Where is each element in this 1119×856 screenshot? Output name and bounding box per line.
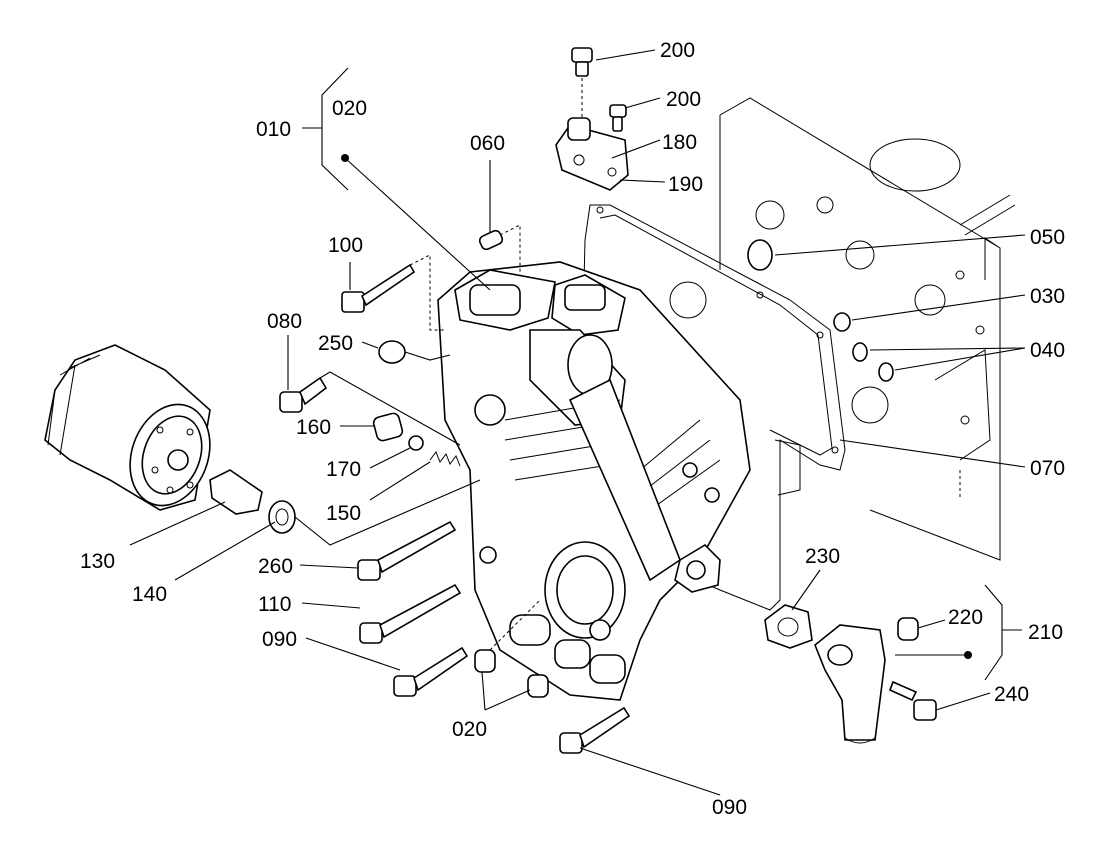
ball-170 <box>408 435 424 451</box>
engine-block-outline <box>719 97 1016 561</box>
callout-030: 030 <box>1030 285 1065 308</box>
callout-080: 080 <box>267 310 302 333</box>
o-ring-040-a <box>852 342 868 362</box>
bolt-100 <box>341 263 416 313</box>
washer-140 <box>268 500 296 534</box>
callout-220: 220 <box>948 606 983 629</box>
callout-190: 190 <box>668 173 703 196</box>
bolt-090-upper <box>393 646 469 697</box>
callout-060: 060 <box>470 132 505 155</box>
callout-170: 170 <box>326 458 361 481</box>
callout-130: 130 <box>80 550 115 573</box>
callout-160: 160 <box>296 416 331 439</box>
plug-020-b <box>527 674 549 698</box>
cover-180 <box>555 117 629 191</box>
callout-250: 250 <box>318 332 353 355</box>
gear-case-010 <box>437 261 751 701</box>
callout-150: 150 <box>326 502 361 525</box>
plug-250 <box>378 340 406 364</box>
callout-140: 140 <box>132 583 167 606</box>
outlet-flange-210 <box>814 624 886 744</box>
callout-040: 040 <box>1030 339 1065 362</box>
bolt-200-upper <box>571 47 593 120</box>
callout-210: 210 <box>1028 621 1063 644</box>
callout-010: 010 <box>256 118 291 141</box>
pin-060 <box>478 224 521 275</box>
gasket-230 <box>764 604 813 649</box>
plug-220 <box>897 617 919 641</box>
callout-070: 070 <box>1030 457 1065 480</box>
bolt-260 <box>357 520 457 581</box>
callout-090-upper: 090 <box>262 628 297 651</box>
callout-110: 110 <box>258 593 291 616</box>
plug-020-a <box>474 649 496 673</box>
bolt-200-lower <box>609 104 627 132</box>
spring-150 <box>429 450 461 467</box>
callout-260: 260 <box>258 555 293 578</box>
o-ring-040-b <box>878 362 894 382</box>
dot-020 <box>341 154 349 162</box>
oil-filter <box>44 344 211 511</box>
plug-080 <box>279 376 328 413</box>
valve-160 <box>372 412 404 442</box>
o-ring-050 <box>747 239 773 271</box>
o-ring-030 <box>833 312 851 332</box>
callout-200-upper: 200 <box>660 39 695 62</box>
callout-020-top: 020 <box>332 97 367 120</box>
nipple-130 <box>209 469 263 515</box>
callout-020-bottom: 020 <box>452 718 487 741</box>
bolt-240 <box>888 680 937 721</box>
callout-090-lower: 090 <box>712 796 747 819</box>
bolt-090-lower <box>559 706 631 754</box>
callout-240: 240 <box>994 683 1029 706</box>
callout-230: 230 <box>805 545 840 568</box>
leader-lines <box>129 49 1026 796</box>
callout-050: 050 <box>1030 226 1065 249</box>
dot-210 <box>964 651 972 659</box>
callout-200-lower: 200 <box>666 88 701 111</box>
bolt-110 <box>359 583 462 644</box>
callout-180: 180 <box>662 131 697 154</box>
callout-100: 100 <box>328 234 363 257</box>
